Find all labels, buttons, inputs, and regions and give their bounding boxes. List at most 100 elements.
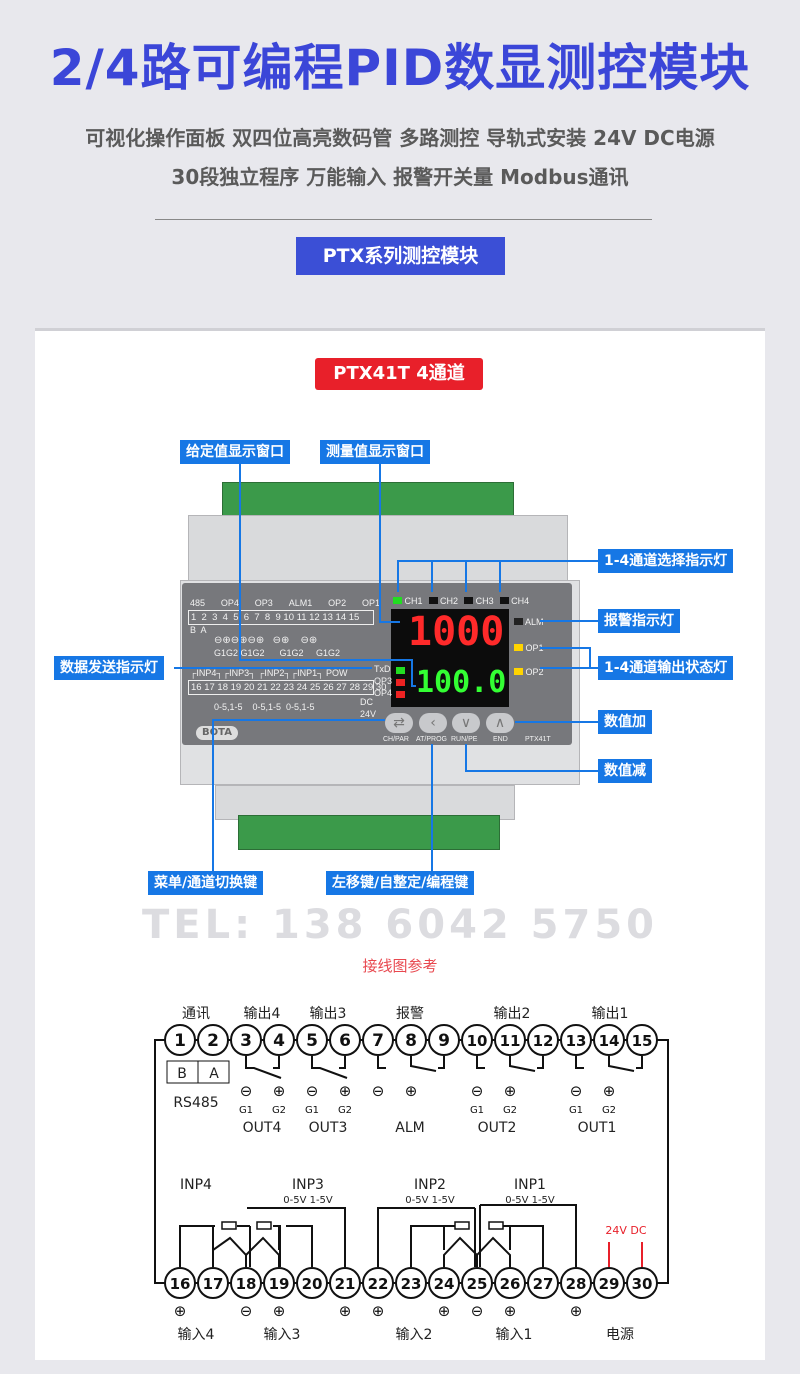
polarity-mark: ⊕: [339, 1302, 352, 1320]
polarity-mark: ⊕: [339, 1082, 352, 1100]
terminal-circle: [296, 1024, 328, 1056]
terminal-circle: [428, 1024, 460, 1056]
terminal-18: 18: [230, 1267, 262, 1299]
top-terminal-numbers: 1 2 3 4 5 6 7 8 9 10 11 12 13 14 15: [188, 610, 374, 625]
terminal-number: 11: [500, 1032, 521, 1050]
terminal-29: 29: [593, 1267, 625, 1299]
polarity-mark: ⊕: [603, 1082, 616, 1100]
callout-pv-window: 测量值显示窗口: [320, 440, 430, 464]
callout-txd-led: 数据发送指示灯: [54, 656, 164, 680]
terminal-17: 17: [197, 1267, 229, 1299]
g-label: G2: [602, 1105, 616, 1116]
terminal-number: 6: [339, 1031, 351, 1051]
op4-label: OP4: [374, 688, 393, 698]
model-label: PTX41T: [525, 736, 551, 743]
terminal-number: 18: [236, 1275, 257, 1293]
terminal-circle: [197, 1024, 229, 1056]
callout-output-leds: 1-4通道输出状态灯: [598, 656, 734, 680]
polarity-mark: ⊖: [306, 1082, 319, 1100]
callout-alarm-led: 报警指示灯: [598, 609, 680, 633]
callout-menu-key: 菜单/通道切换键: [148, 871, 264, 895]
inp3-label: INP3: [292, 1177, 324, 1193]
terminal-number: 5: [306, 1031, 318, 1051]
run-pe-button[interactable]: ∨: [452, 713, 480, 733]
model-badge: PTX41T 4通道: [315, 358, 483, 390]
terminal-circle: [428, 1267, 460, 1299]
terminal-number: 30: [632, 1275, 653, 1293]
terminal-circle: [230, 1024, 262, 1056]
terminal-23: 23: [395, 1267, 427, 1299]
terminal-19: 19: [263, 1267, 295, 1299]
g-label: G2: [338, 1105, 352, 1116]
label-alm1: ALM1: [288, 598, 313, 608]
bottom-terminal-groups: ┌INP4┐┌INP3┐ ┌INP2┐┌INP1┐ POW: [190, 668, 348, 678]
polarity-mark: ⊖: [240, 1302, 253, 1320]
terminal-circle: [329, 1267, 361, 1299]
terminal-number: 10: [467, 1032, 488, 1050]
divider: [155, 219, 652, 220]
terminal-number: 14: [599, 1032, 620, 1050]
g-label: G2: [272, 1105, 286, 1116]
group-out3: 输出3: [310, 1006, 347, 1022]
ch-par-button[interactable]: ⇄: [385, 713, 413, 733]
24v-label: 24V: [360, 709, 377, 719]
g-label: G1: [470, 1105, 484, 1116]
wiring-lines: [154, 1039, 669, 1284]
terminal-number: 26: [500, 1275, 521, 1293]
out1-label: OUT1: [578, 1120, 617, 1136]
terminal-number: 17: [203, 1275, 224, 1293]
terminal-circle: [395, 1024, 427, 1056]
bota-logo: BOTA: [196, 726, 238, 740]
group-out4: 输出4: [244, 1006, 281, 1022]
polarity-mark: ⊕: [405, 1082, 418, 1100]
group-out1: 输出1: [592, 1006, 629, 1022]
terminal-circle: [626, 1024, 658, 1056]
terminal-20: 20: [296, 1267, 328, 1299]
g-label: G1: [305, 1105, 319, 1116]
polarity-mark: ⊖: [240, 1082, 253, 1100]
terminal-circle: [263, 1024, 295, 1056]
terminal-3: 3: [230, 1024, 262, 1056]
polarity-mark: ⊖: [372, 1082, 385, 1100]
label-op2: OP2: [328, 598, 347, 608]
end-button[interactable]: ∧: [486, 713, 514, 733]
terminal-15: 15: [626, 1024, 658, 1056]
bottom-ranges: 0-5,1-5 0-5,1-5 0-5,1-5: [214, 702, 315, 712]
txd-led: [396, 667, 405, 674]
rs485-label: RS485: [173, 1095, 218, 1111]
out4-label: OUT4: [243, 1120, 282, 1136]
sv-display: 1000: [408, 609, 505, 655]
ch4-indicator: CH4: [499, 596, 529, 607]
g-label: G1: [569, 1105, 583, 1116]
ch1-indicator: CH1: [393, 596, 423, 607]
terminal-9: 9: [428, 1024, 460, 1056]
terminal-circle: [329, 1024, 361, 1056]
terminal-6: 6: [329, 1024, 361, 1056]
terminal-number: 25: [467, 1275, 488, 1293]
ch3-indicator: CH3: [464, 596, 494, 607]
terminal-number: 9: [438, 1031, 450, 1051]
power-cn: 电源: [606, 1327, 634, 1343]
terminal-circle: [296, 1267, 328, 1299]
pv-display: 100.0: [416, 665, 507, 700]
terminal-2: 2: [197, 1024, 229, 1056]
terminal-circle: [593, 1267, 625, 1299]
input1-cn: 输入1: [496, 1327, 533, 1343]
terminal-number: 20: [302, 1275, 323, 1293]
terminal-number: 16: [170, 1275, 191, 1293]
label-485: 485: [190, 598, 206, 608]
inp2-range: 0-5V 1-5V: [405, 1195, 455, 1206]
terminal-8: 8: [395, 1024, 427, 1056]
terminal-circle: [527, 1267, 559, 1299]
terminal-circle: [395, 1267, 427, 1299]
end-label: END: [493, 736, 508, 743]
terminal-12: 12: [527, 1024, 559, 1056]
at-prog-button[interactable]: ‹: [419, 713, 447, 733]
resistors: [221, 1221, 504, 1230]
bottom-terminal-numbers: 16 17 18 19 20 21 22 23 24 25 26 27 28 2…: [188, 680, 386, 695]
rs485-b: B: [177, 1066, 187, 1082]
polarity-mark: ⊕: [372, 1302, 385, 1320]
dc-label: DC: [360, 697, 373, 707]
polarity-mark: ⊕: [504, 1302, 517, 1320]
